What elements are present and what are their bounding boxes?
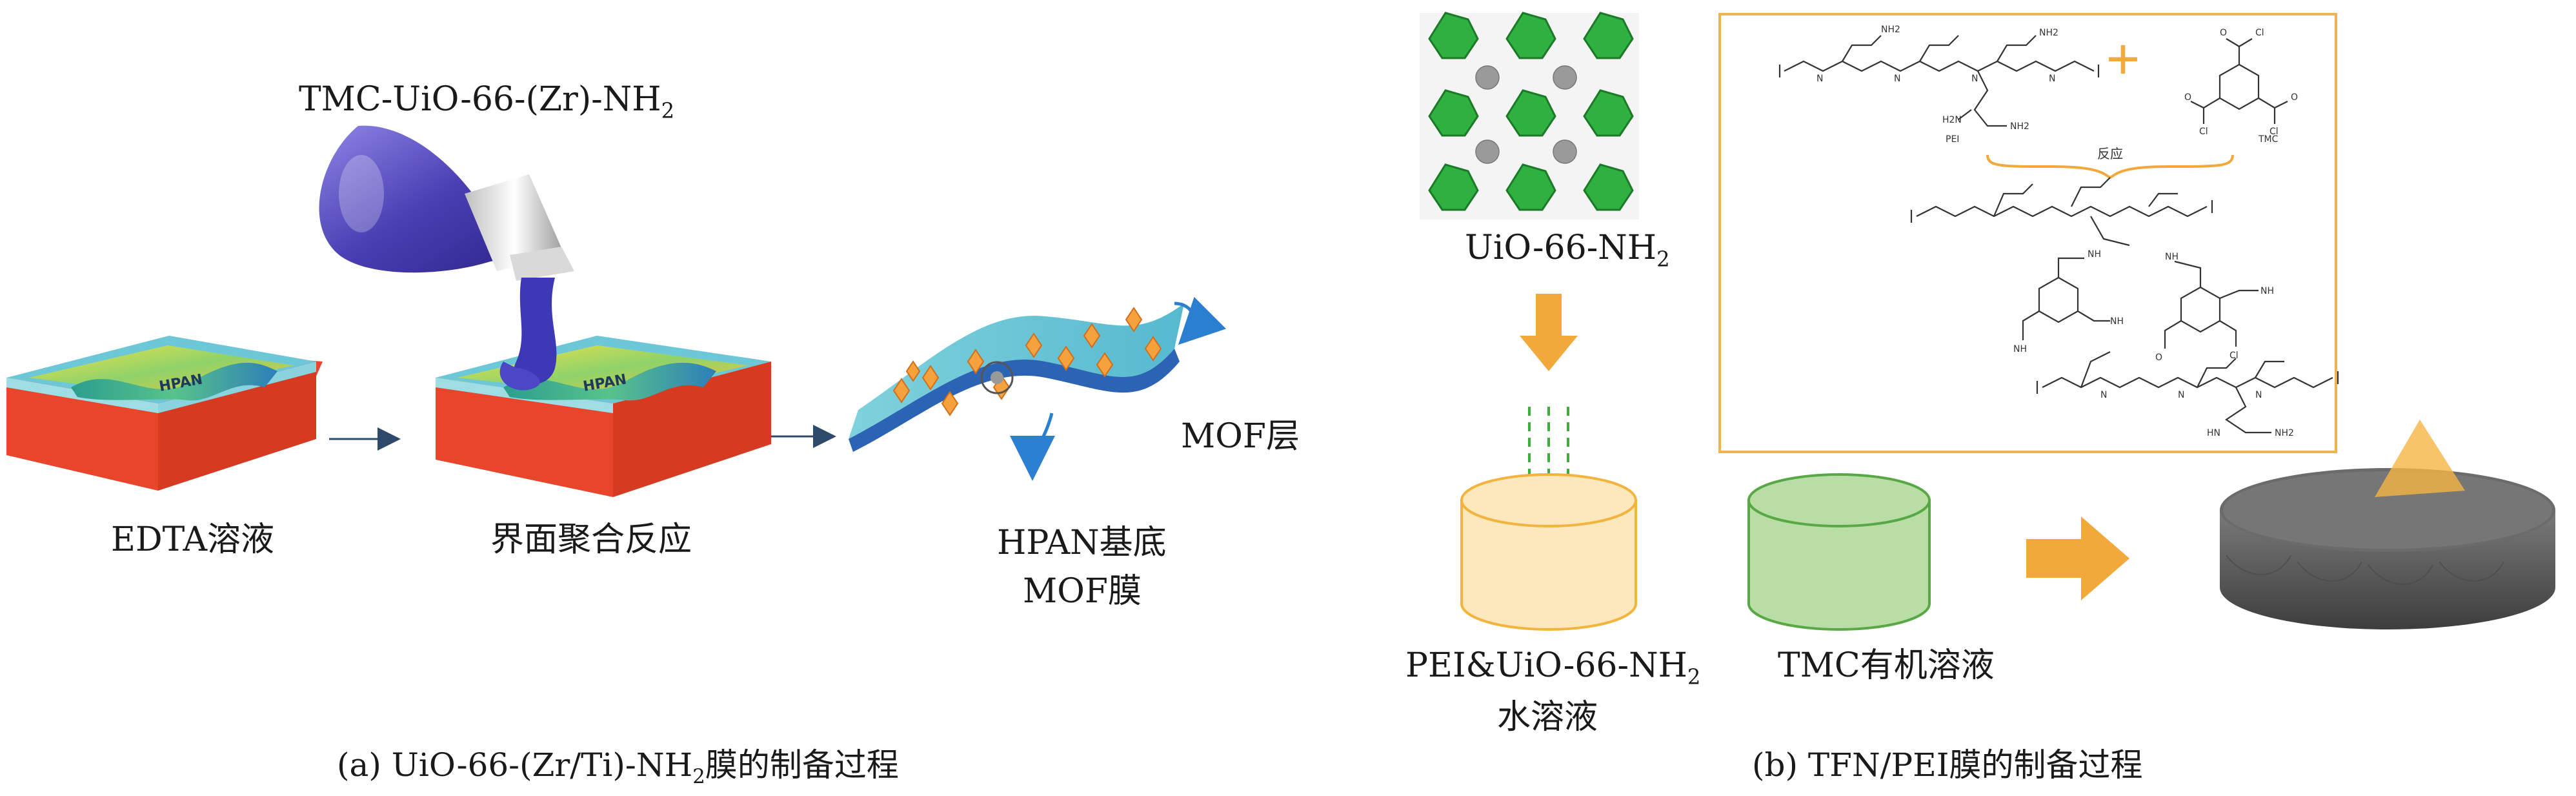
tray-1 <box>5 336 323 491</box>
atom-o-3: O <box>2291 92 2298 103</box>
atom-n-5: N <box>2100 390 2107 400</box>
atom-nh-2: NH <box>2165 252 2179 262</box>
atom-h2n-1: H2N <box>1942 115 1962 125</box>
flask-icon <box>319 126 574 391</box>
crystal-label: UiO-66-NH2 <box>1465 231 1670 270</box>
uio66-crystal-icon <box>1420 13 1639 219</box>
atom-nh2-4: NH2 <box>2275 428 2294 438</box>
atom-cl-2: Cl <box>2199 127 2208 137</box>
chem-atom-labels: N N N N NH2 NH2 H2N NH2 PEI O Cl O Cl O … <box>1816 25 2298 438</box>
step2-label: 界面聚合反应 <box>490 523 692 556</box>
atom-o-4: O <box>2155 352 2162 363</box>
right-arrow-icon <box>2026 516 2129 600</box>
atom-n-3: N <box>1971 74 1978 84</box>
cylinder1-label-line2: 水溶液 <box>1497 700 1598 734</box>
reaction-brace-label: 反应 <box>2097 146 2123 161</box>
tmc-solution-cylinder <box>1749 475 1929 629</box>
atom-hn-1: HN <box>2207 428 2220 438</box>
atom-o-1: O <box>2220 28 2227 38</box>
atom-nh-3: NH <box>2110 316 2124 327</box>
step1-label: EDTA溶液 <box>111 523 274 556</box>
atom-nh-4: NH <box>2013 344 2027 354</box>
cylinder2-label: TMC有机溶液 <box>1778 649 1995 682</box>
mof-membrane-sheet <box>849 303 1194 468</box>
atom-n-7: N <box>2255 390 2262 400</box>
membrane-label: MOF膜 <box>1023 575 1142 608</box>
dripping-lines <box>1529 407 1568 478</box>
reactant-tmc-label: TMC <box>2258 134 2279 145</box>
atom-cl-1: Cl <box>2255 28 2264 38</box>
tray-2 <box>436 336 771 497</box>
atom-nh2-1: NH2 <box>1881 25 1900 35</box>
substrate-label: HPAN基底 <box>997 526 1167 560</box>
atom-nh2-2: NH2 <box>2039 28 2058 38</box>
atom-n-4: N <box>2049 74 2055 84</box>
caption-a: (a) UiO-66-(Zr/Ti)-NH2膜的制备过程 <box>337 749 899 787</box>
atom-n-6: N <box>2178 390 2184 400</box>
plus-sign: + <box>2106 27 2140 92</box>
flask-label: TMC-UiO-66-(Zr)-NH2 <box>299 83 674 121</box>
pei-solution-cylinder <box>1462 475 1636 629</box>
atom-nh2-3: NH2 <box>2010 121 2029 132</box>
atom-cl-4: Cl <box>2229 351 2239 361</box>
atom-o-2: O <box>2184 92 2191 103</box>
caption-b: (b) TFN/PEI膜的制备过程 <box>1752 749 2142 781</box>
reactant-pei-label: PEI <box>1946 134 1959 145</box>
down-arrow-icon <box>1520 294 1578 371</box>
atom-n-1: N <box>1816 74 1823 84</box>
atom-n-2: N <box>1894 74 1900 84</box>
atom-nh-1: NH <box>2088 249 2101 260</box>
chem-structures <box>1780 36 2338 433</box>
cylinder1-label-line1: PEI&UiO-66-NH2 <box>1405 649 1700 688</box>
atom-nh-5: NH <box>2260 286 2274 296</box>
reaction-box <box>1720 14 2336 452</box>
mof-layer-label: MOF层 <box>1181 420 1300 453</box>
